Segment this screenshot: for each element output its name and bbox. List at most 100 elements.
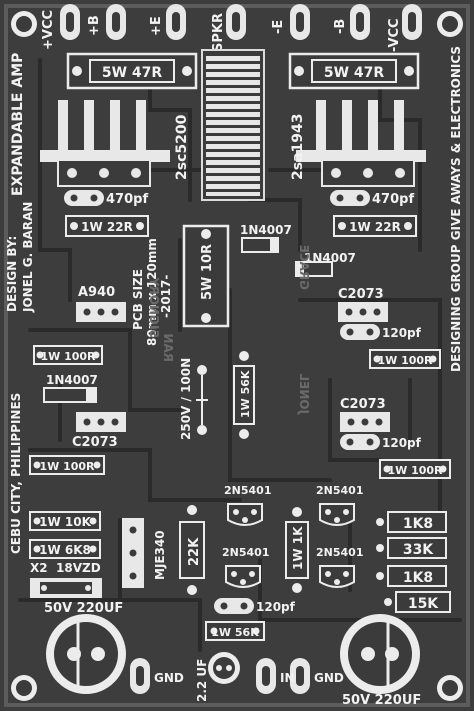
label-b-plus: +B	[87, 15, 102, 36]
label-spkr: SPKR	[211, 13, 226, 52]
label-5w47r-right: 5W 47R	[324, 65, 385, 81]
mounting-holes	[11, 11, 463, 701]
diode-1n4007-b: 1N4007	[295, 251, 356, 277]
resistor-5w47r-right: 5W 47R	[288, 52, 420, 90]
label-2n5401-b: 2N5401	[316, 484, 363, 497]
label-1w10k: 1W 10K	[39, 515, 91, 529]
diode-1n4007-a: 1N4007	[240, 223, 292, 253]
resistor-1k8-a: 1K8	[376, 511, 447, 533]
label-1w56k-a: 1W 56K	[239, 370, 252, 418]
location-text: CEBU CITY, PHILIPPINES	[9, 393, 23, 554]
resistor-1w22r-right: 1W 22R	[333, 215, 417, 237]
cap-50v-220uf-right: 50V 220UF	[340, 614, 421, 708]
transistor-c2073-a: C2073	[338, 287, 388, 322]
label-2-2uf: 2.2 UF	[195, 659, 209, 702]
cap-120pf-a: 120pf	[340, 324, 422, 340]
resistor-1w22r-left: 1W 22R	[65, 215, 149, 237]
label-1n4007-c: 1N4007	[46, 373, 98, 387]
resistor-1k8-b: 1K8	[376, 565, 447, 587]
label-pcb-size: PCB SIZE	[131, 269, 145, 330]
cap-250v-100n: 250V / 100N	[179, 358, 208, 440]
label-gnd-left: GND	[154, 671, 184, 685]
label-22k: 22K	[187, 537, 202, 566]
label-250v-100n: 250V / 100N	[179, 358, 193, 440]
label-1w100r-c: 1W 100R	[39, 460, 95, 473]
board-title: EXPANDABLE AMP	[10, 53, 26, 196]
label-2n5401-c: 2N5401	[222, 546, 269, 559]
resistor-1w6k8: 1W 6K8	[29, 539, 101, 559]
resistor-1w100r-d: 1W 100R	[379, 459, 451, 479]
label-e-plus: +E	[149, 16, 164, 36]
label-a940: A940	[78, 285, 115, 300]
label-pcb-dims: 80mm x 120mm	[145, 238, 159, 346]
resistor-33k: 33K	[376, 537, 447, 559]
label-vcc-minus: -VCC	[387, 18, 402, 52]
label-c2073-b: C2073	[340, 397, 386, 412]
resistor-1w100r-b: 1W 100R	[369, 349, 441, 369]
label-x2: X2	[30, 561, 48, 575]
label-vcc-plus: +VCC	[41, 10, 56, 50]
label-1k8-a: 1K8	[403, 516, 433, 532]
label-5w10r: 5W 10R	[200, 244, 215, 300]
label-2n5401-a: 2N5401	[224, 484, 271, 497]
label-gnd-right: GND	[314, 671, 344, 685]
resistor-1w10k: 1W 10K	[29, 511, 101, 531]
label-1w100r-d: 1W 100R	[387, 464, 443, 477]
label-1n4007-b: 1N4007	[304, 251, 356, 265]
terminal-pads-top	[60, 4, 422, 40]
cap-120pf-c: 120pf	[214, 598, 296, 614]
label-33k: 33K	[403, 542, 434, 558]
label-120pf-c: 120pf	[256, 600, 296, 614]
slogan-text: DESIGNING GROUP GIVE AWAYS & ELECTRONICS	[449, 46, 463, 372]
mirrored-text-grace: GRACE	[297, 245, 311, 290]
transistor-2n5401-b: 2N5401	[316, 484, 363, 526]
transistor-2n5401-a: 2N5401	[224, 484, 271, 526]
mirrored-text-signory: SIGNORY	[147, 277, 161, 338]
designer-name: JONEL G. BARAN	[21, 202, 35, 313]
label-470pf-right: 470pf	[372, 192, 414, 207]
label-1w22r-right: 1W 22R	[349, 220, 401, 234]
heatsink-left	[40, 100, 170, 187]
label-in: IN	[280, 671, 295, 685]
label-120pf-b: 120pf	[382, 436, 422, 450]
label-5w47r-left: 5W 47R	[102, 65, 163, 81]
label-year: -2017-	[159, 275, 173, 318]
terminal-pads-bottom	[130, 658, 310, 694]
resistor-15k: 15K	[384, 591, 451, 613]
label-120pf-a: 120pf	[382, 326, 422, 340]
spkr-coil-pattern	[201, 49, 265, 201]
cap-120pf-b: 120pf	[340, 434, 422, 450]
heatsink-right	[296, 100, 426, 187]
transistor-a940: A940	[76, 285, 126, 322]
label-c2073-a: C2073	[338, 287, 384, 302]
resistor-5w47r-left: 5W 47R	[66, 52, 198, 90]
label-2sc5200: 2sc5200	[174, 114, 190, 180]
resistor-1w1k: 1W 1K	[285, 507, 309, 593]
mirrored-text-ran: RAN	[161, 333, 175, 362]
label-18vzd: 18VZD	[56, 561, 101, 575]
label-50v-220uf-left: 50V 220UF	[44, 601, 123, 616]
label-2n5401-d: 2N5401	[316, 546, 363, 559]
zener-18vzd: X2 18VZD	[30, 561, 102, 598]
label-1w100r-a: 1W 100R	[40, 350, 96, 363]
label-c2073-c: C2073	[72, 435, 118, 450]
designer-label: DESIGN BY:	[5, 236, 19, 312]
label-1n4007-a: 1N4007	[240, 223, 292, 237]
cap-470pf-right: 470pf	[330, 190, 414, 207]
label-15k: 15K	[408, 596, 439, 612]
label-e-minus: -E	[271, 20, 286, 34]
label-1w1k: 1W 1K	[291, 526, 305, 570]
resistor-1w100r-c: 1W 100R	[29, 455, 105, 475]
transistor-2n5401-d: 2N5401	[316, 546, 363, 588]
diode-1n4007-c: 1N4007	[43, 373, 98, 403]
resistor-5w10r: 5W 10R	[182, 224, 230, 328]
cap-50v-220uf-left: 50V 220UF	[44, 601, 126, 694]
transistor-c2073-b: C2073	[340, 397, 390, 432]
label-1w6k8: 1W 6K8	[39, 543, 91, 557]
label-1k8-b: 1K8	[403, 570, 433, 586]
resistor-1w56k-a: 1W 56K	[233, 351, 255, 439]
label-2sa1943: 2sa1943	[290, 114, 306, 181]
label-50v-220uf-right: 50V 220UF	[342, 693, 421, 708]
